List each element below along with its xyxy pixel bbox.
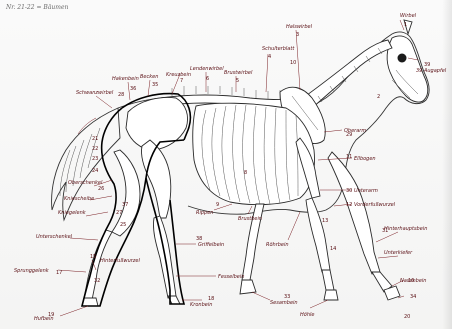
rib-cage	[193, 103, 315, 204]
number-15: 15	[90, 254, 96, 260]
label-rippe: Rippen	[196, 210, 213, 216]
rear-tibia	[84, 230, 112, 300]
number-38: 38	[196, 236, 202, 242]
label-hoehle: Höhle	[300, 312, 314, 318]
label-lendenwirbel: Lendenwirbel	[190, 66, 224, 72]
pelvis	[122, 94, 190, 150]
label-auge: 39 Augapfel	[416, 68, 447, 74]
number-3: 3	[296, 32, 299, 38]
label-hakenbein: Hakenbein	[112, 76, 139, 82]
label-halswirbel: Halswirbel	[286, 24, 313, 30]
number-37: 37	[122, 202, 128, 208]
number-5: 5	[236, 78, 239, 84]
label-sesambein: Sesambein	[270, 300, 298, 306]
label-roehrbein: Röhrbein	[266, 242, 289, 248]
number-8: 8	[244, 170, 247, 176]
tail-vertebrae-line	[78, 118, 96, 134]
label-kronbein: Kronbein	[190, 302, 212, 308]
label-kniescheibe: Kniescheibe	[64, 196, 94, 202]
number-29: 29	[346, 132, 352, 138]
number-1: 1	[404, 22, 407, 28]
label-brustbein: Brustbein	[238, 216, 262, 222]
number-6: 6	[206, 76, 209, 82]
number-25: 25	[120, 222, 126, 228]
number-31: 31	[382, 228, 388, 234]
label-becken: Becken	[140, 74, 158, 80]
number-16: 16	[408, 278, 414, 284]
label-wirbel: Wirbel	[400, 13, 417, 19]
number-21: 21	[92, 136, 98, 142]
label-kreuzbein: Kreuzbein	[166, 72, 191, 78]
number-11: 11	[346, 154, 352, 160]
label-hinterhauptsbein: Hinterhauptsbein	[384, 226, 427, 232]
number-4: 4	[268, 54, 271, 60]
label-griffelbein: Griffelbein	[198, 242, 224, 248]
tail-outline	[52, 108, 120, 220]
number-32: 32	[94, 278, 100, 284]
label-hinterfusswurzel: Hinterfußwurzel	[100, 258, 141, 264]
radius	[306, 198, 330, 272]
number-20: 20	[404, 314, 410, 320]
label-unterarm: Unterarm	[354, 188, 378, 194]
number-33: 33	[284, 294, 290, 300]
label-schwanzwirbel: Schwanzwirbel	[76, 90, 114, 96]
front-hoof	[324, 290, 338, 300]
number-35: 35	[152, 82, 158, 88]
hoof-3	[240, 280, 256, 294]
label-sprunggelenk: Sprunggelenk	[14, 268, 50, 274]
number-14: 14	[330, 246, 336, 252]
label-unterschenkel: Unterschenkel	[36, 234, 73, 240]
number-39: 39	[424, 62, 430, 68]
label-schulterblatt: Schulterblatt	[262, 46, 295, 52]
number-23: 23	[92, 156, 98, 162]
cannon-bone	[322, 270, 334, 290]
skull	[387, 20, 428, 102]
label-brustwirbel: Brustwirbel	[224, 70, 253, 76]
number-18: 18	[208, 296, 214, 302]
number-2: 2	[377, 94, 380, 100]
number-7: 7	[180, 78, 183, 84]
label-kniegelenk: Kniegelenk	[58, 210, 87, 216]
number-28: 28	[118, 92, 124, 98]
number-12: 12	[346, 202, 352, 208]
number-26: 26	[98, 186, 104, 192]
number-34: 34	[410, 294, 416, 300]
page-caption: Nr. 21-22 = Bäumen	[5, 4, 69, 11]
number-9: 9	[216, 202, 219, 208]
eye-socket	[398, 54, 407, 63]
number-22: 22	[92, 146, 98, 152]
label-kiefer: Unterkiefer	[384, 250, 413, 256]
front-leg-2	[328, 152, 380, 274]
label-ellbogen: Ellbogen	[354, 156, 376, 162]
number-13: 13	[322, 218, 328, 224]
label-fesselbein: Fesselbein	[218, 274, 244, 280]
number-19: 19	[48, 312, 54, 318]
number-36: 36	[130, 86, 136, 92]
number-17: 17	[56, 270, 62, 276]
number-24: 24	[92, 168, 98, 174]
label-vorderfusswurzel: Vorderfußwurzel	[354, 202, 396, 208]
number-10: 10	[290, 60, 296, 66]
number-30: 30	[346, 188, 352, 194]
number-27: 27	[116, 210, 122, 216]
